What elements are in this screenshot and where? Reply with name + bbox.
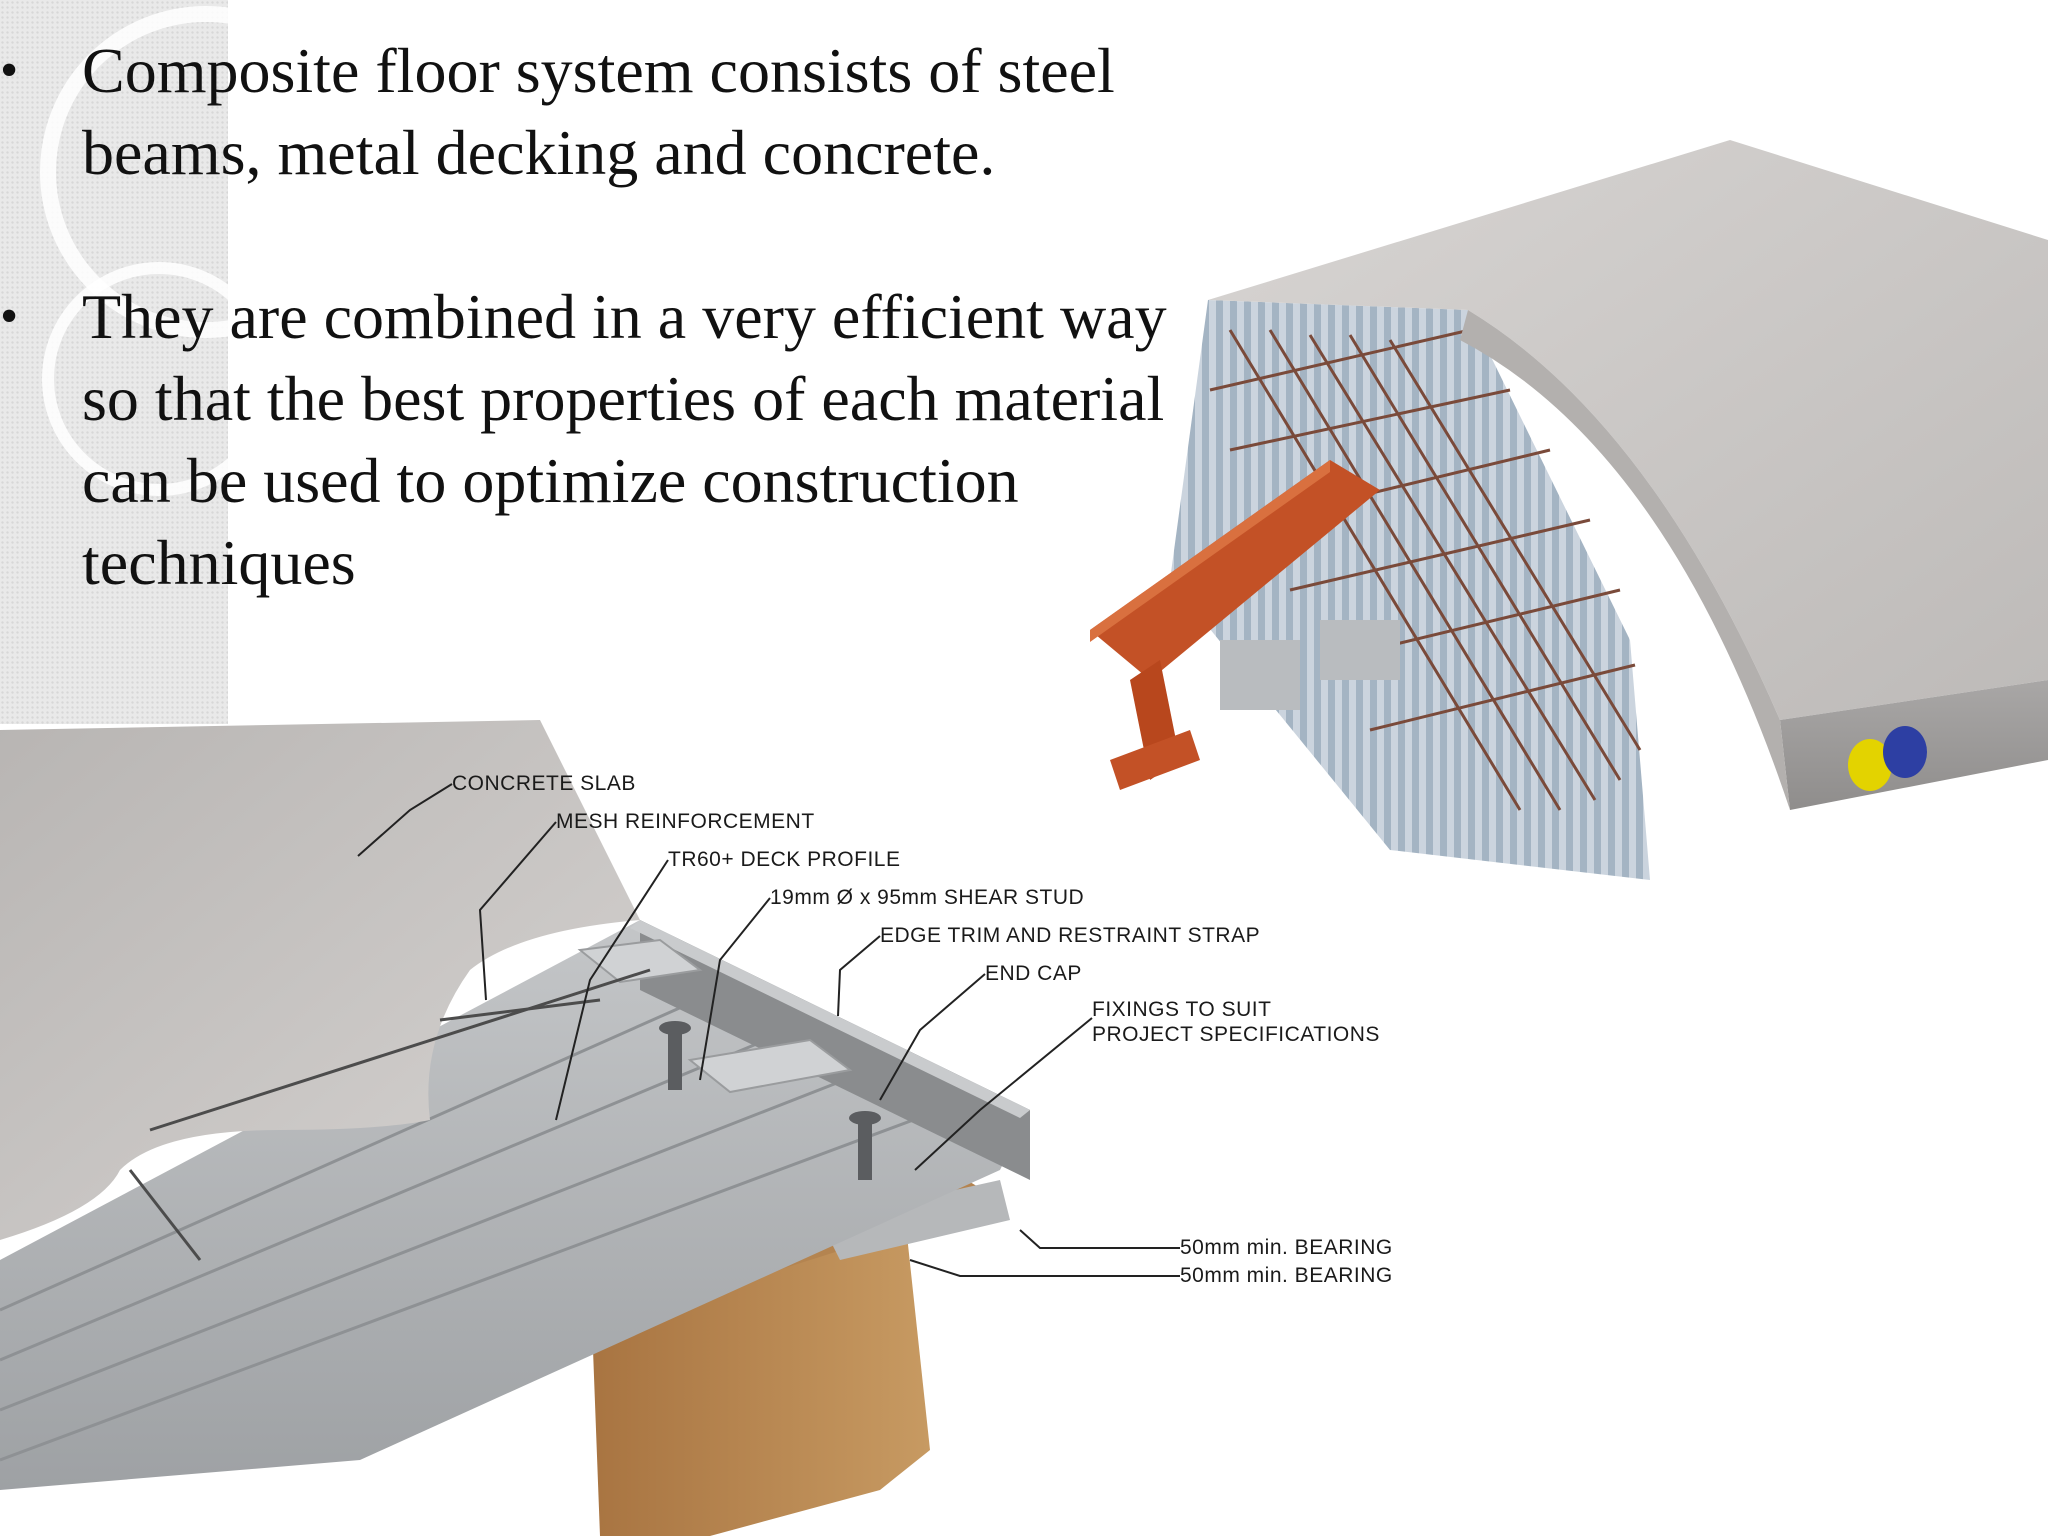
rebar-mesh <box>1209 328 1642 811</box>
bullet-text: They are combined in a very efficient wa… <box>82 281 1167 598</box>
leader-lines <box>357 783 1180 1277</box>
bullet-item: • They are combined in a very efficient … <box>0 276 1230 604</box>
label-edge-trim: EDGE TRIM AND RESTRAINT STRAP <box>880 924 1260 947</box>
label-deck-profile: TR60+ DECK PROFILE <box>668 848 900 871</box>
label-mesh-reinforcement: MESH REINFORCEMENT <box>556 810 815 833</box>
bullet-marker: • <box>0 42 19 99</box>
shear-studs <box>659 1021 881 1180</box>
composite-floor-diagram: CONCRETE SLAB MESH REINFORCEMENT TR60+ D… <box>0 720 1393 1536</box>
callout-labels: CONCRETE SLAB MESH REINFORCEMENT TR60+ D… <box>452 772 1393 1287</box>
bullet-marker: • <box>0 288 19 345</box>
label-bearing-2: 50mm min. BEARING <box>1180 1264 1393 1287</box>
metal-deck-exposed <box>1170 300 1650 880</box>
label-bearing-1: 50mm min. BEARING <box>1180 1236 1393 1259</box>
bullet-text: Composite floor system consists of steel… <box>82 35 1115 188</box>
label-fixings-line2: PROJECT SPECIFICATIONS <box>1092 1023 1380 1046</box>
steel-beam <box>1090 460 1400 790</box>
mesh-reinforcement <box>128 968 651 1261</box>
composite-slab-photo <box>1090 140 2048 880</box>
label-concrete-slab: CONCRETE SLAB <box>452 772 636 795</box>
label-end-cap: END CAP <box>985 962 1082 985</box>
service-pipes <box>1848 726 1927 791</box>
bullet-list: • Composite floor system consists of ste… <box>0 30 1230 604</box>
label-shear-stud: 19mm Ø x 95mm SHEAR STUD <box>770 886 1084 909</box>
bullet-item: • Composite floor system consists of ste… <box>0 30 1230 194</box>
edge-trim <box>630 920 1030 1180</box>
concrete-slab <box>0 720 640 1240</box>
label-fixings-line1: FIXINGS TO SUIT <box>1092 998 1271 1021</box>
